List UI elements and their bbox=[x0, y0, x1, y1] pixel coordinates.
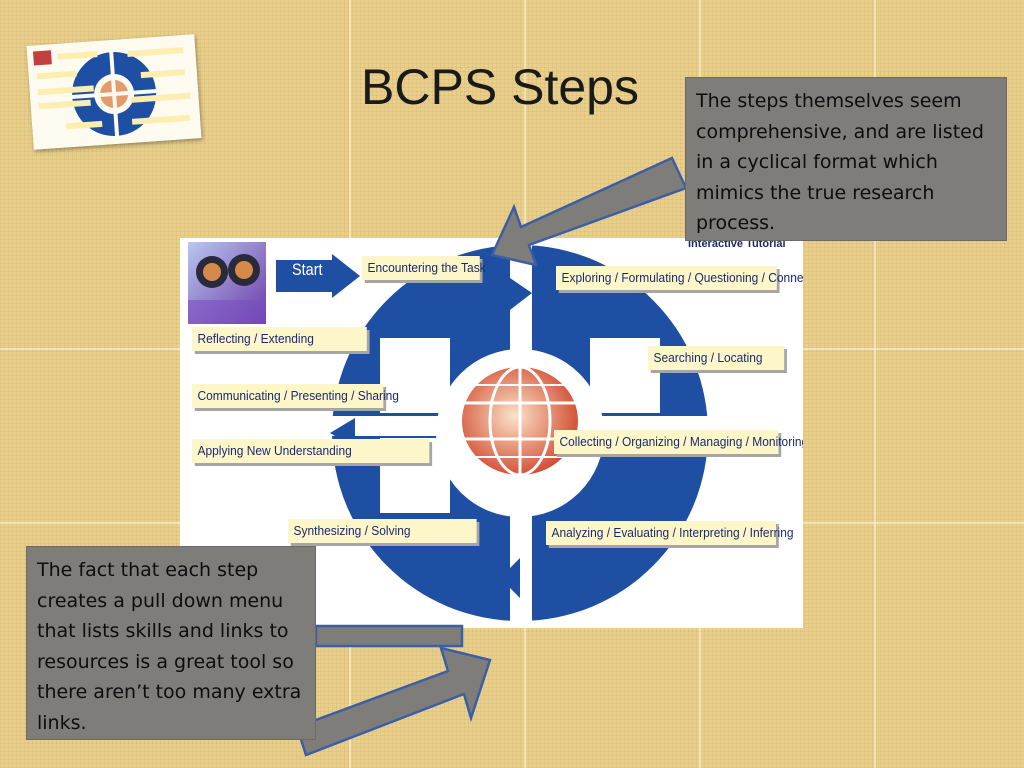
grid-line bbox=[874, 0, 876, 768]
bottom-connector-bar bbox=[314, 624, 464, 648]
step-encountering-the-task[interactable]: Encountering the Task bbox=[362, 256, 486, 280]
step-exploring[interactable]: Exploring / Formulating / Questioning / … bbox=[556, 266, 803, 290]
start-arrow-icon[interactable] bbox=[276, 254, 360, 298]
diagram-thumbnail-image bbox=[26, 34, 202, 150]
step-searching[interactable]: Searching / Locating bbox=[648, 346, 785, 370]
step-reflecting[interactable]: Reflecting / Extending bbox=[192, 327, 367, 351]
callout-bottom-comment: The fact that each step creates a pull d… bbox=[26, 546, 316, 740]
step-analyzing[interactable]: Analyzing / Evaluating / Interpreting / … bbox=[546, 521, 794, 545]
interactive-tutorial-label: Interactive Tutorial bbox=[688, 238, 786, 250]
globe-image bbox=[448, 363, 593, 478]
step-synthesizing[interactable]: Synthesizing / Solving bbox=[288, 519, 477, 543]
step-collecting[interactable]: Collecting / Organizing / Managing / Mon… bbox=[554, 430, 803, 454]
slide-title: BCPS Steps bbox=[361, 59, 639, 115]
callout-top-comment: The steps themselves seem comprehensive,… bbox=[685, 77, 1007, 241]
step-communicating[interactable]: Communicating / Presenting / Sharing bbox=[192, 384, 399, 408]
step-applying[interactable]: Applying New Understanding bbox=[192, 439, 430, 463]
research-process-diagram: Start Interactive Tutorial Encountering … bbox=[180, 238, 803, 628]
thumbnail-graphic bbox=[26, 34, 202, 150]
bottom-pointer-arrow bbox=[295, 646, 492, 757]
heads-image bbox=[188, 242, 266, 324]
start-label[interactable]: Start bbox=[292, 260, 323, 279]
